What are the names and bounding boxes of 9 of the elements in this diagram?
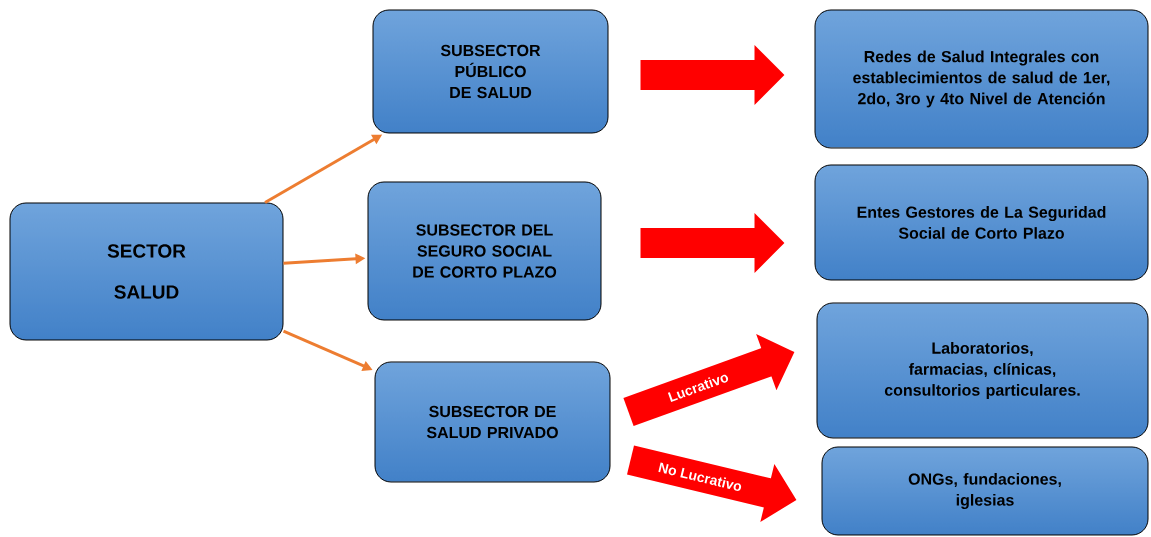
- process-box: ONGs, fundaciones, iglesias: [821, 446, 1149, 536]
- process-box: SUBSECTOR PÚBLICO DE SALUD: [372, 9, 609, 134]
- process-box: Entes Gestores de La Seguridad Social de Corto Plazo: [814, 164, 1149, 281]
- process-box: SUBSECTOR DE SALUD PRIVADO: [374, 361, 611, 483]
- process-box: Laboratorios, farmacias, clínicas, consultorios particulares.: [816, 302, 1149, 439]
- process-box: Redes de Salud Integrales con establecimientos de salud de 1er, 2do, 3ro y 4to Nivel de Atención: [814, 9, 1149, 149]
- edge-label: No Lucrativo: [658, 462, 742, 491]
- process-box: SECTOR SALUD: [9, 202, 284, 341]
- process-box: SUBSECTOR DEL SEGURO SOCIAL DE CORTO PLAZO: [367, 181, 602, 321]
